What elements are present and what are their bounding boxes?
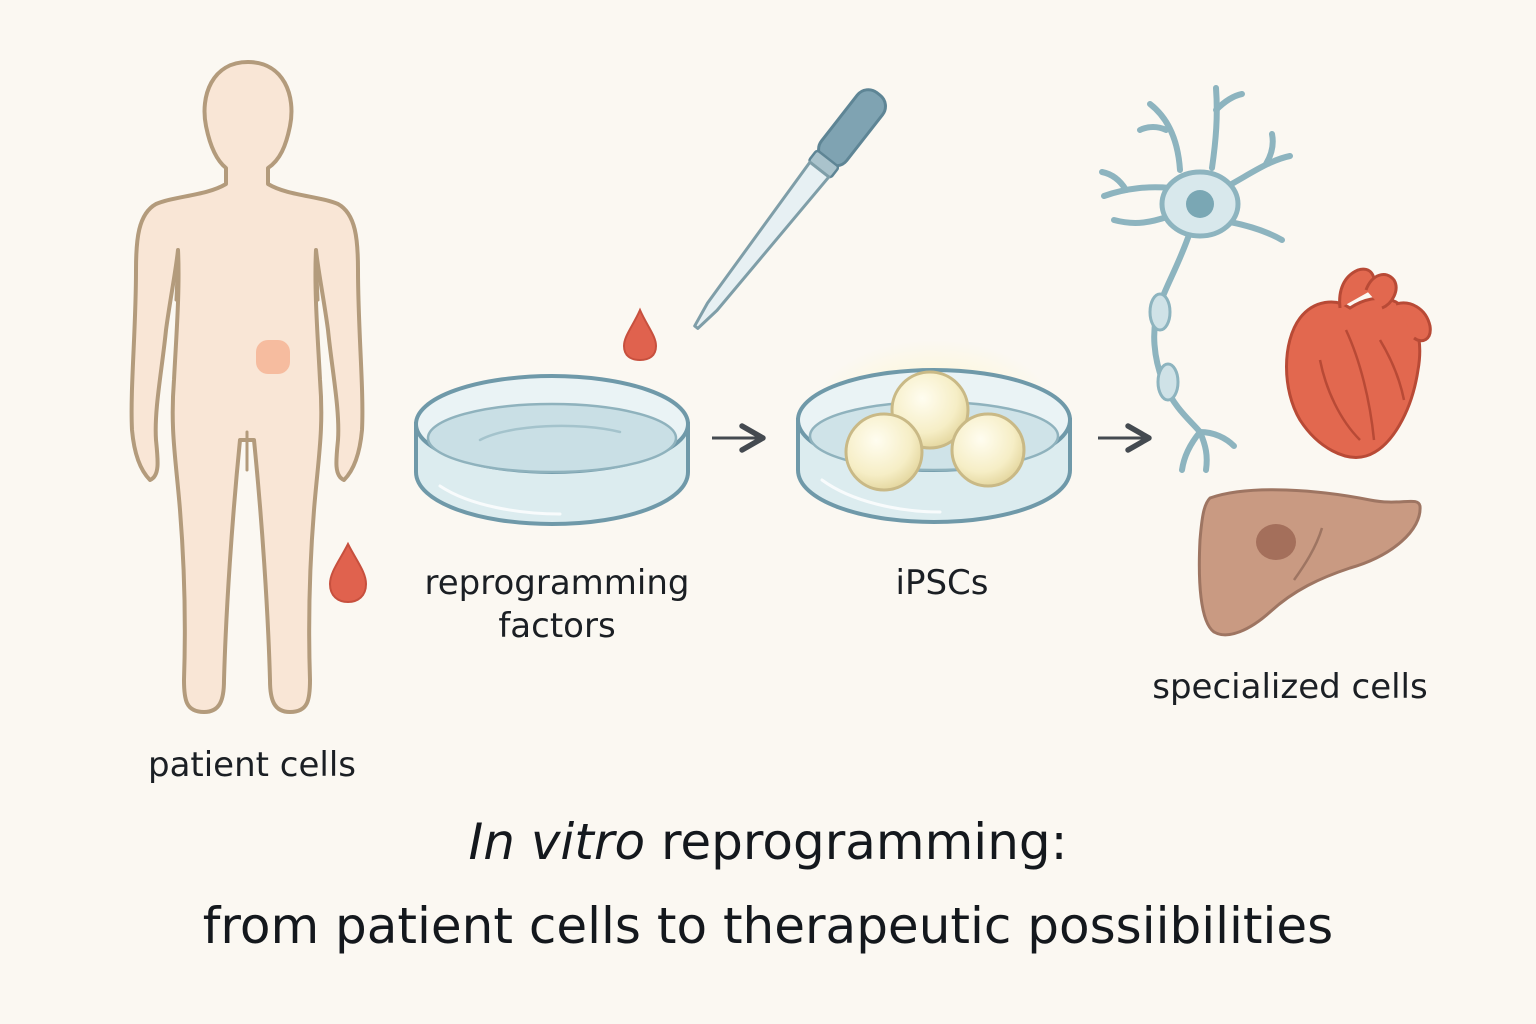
pipette-icon bbox=[693, 88, 887, 330]
liver-cell-nucleus bbox=[1256, 524, 1296, 560]
heart-icon bbox=[1285, 267, 1432, 459]
title-line-1: In vitro reprogramming: bbox=[0, 812, 1536, 872]
specialized-cells-label: specialized cells bbox=[1152, 667, 1428, 707]
myelin-segment bbox=[1148, 292, 1172, 332]
liver-icon bbox=[1197, 488, 1422, 637]
title-line-2: from patient cells to therapeutic possii… bbox=[202, 897, 1334, 955]
title-rest: reprogramming: bbox=[645, 813, 1068, 871]
petri-dish-icon bbox=[414, 374, 690, 527]
human-body-icon bbox=[129, 60, 365, 714]
ipsc-colony-icon bbox=[844, 412, 924, 492]
patient-cells-label: patient cells bbox=[147, 745, 357, 785]
neuron-icon bbox=[1099, 85, 1293, 473]
title-italic: In vitro bbox=[468, 813, 646, 871]
cell-sample-spot bbox=[256, 340, 290, 374]
neuron-nucleus bbox=[1186, 190, 1214, 218]
myelin-segment bbox=[1156, 362, 1180, 402]
blood-drop-icon bbox=[328, 541, 368, 604]
ipscs-label: iPSCs bbox=[895, 563, 989, 603]
reagent-drop-icon bbox=[622, 307, 658, 362]
ipsc-colony-icon bbox=[950, 412, 1026, 488]
reprogramming-factors-label: reprogramming factors bbox=[424, 563, 690, 646]
